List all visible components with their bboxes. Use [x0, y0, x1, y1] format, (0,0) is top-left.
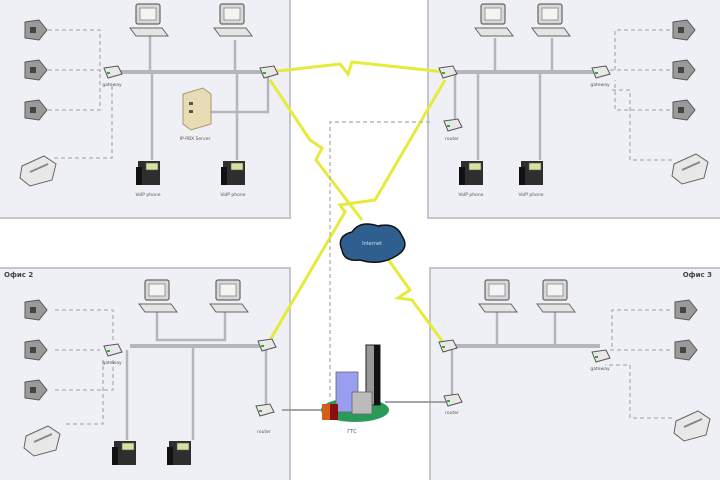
router-label: router [257, 429, 271, 435]
internet-cloud: Internet [339, 223, 406, 263]
ip-phone [220, 160, 246, 186]
dashed-link [329, 121, 430, 400]
ip-phone [111, 440, 137, 466]
pstn-label: ГТС [347, 429, 357, 435]
office-top-right-content: gateway router VoIP phone VoIP phone [438, 3, 709, 198]
office-label: Офис 2 [4, 271, 33, 279]
ip-phone [135, 160, 161, 186]
ip-phone [166, 440, 192, 466]
office-bottom-right [429, 267, 720, 480]
ip-phone-label: VoIP phone [220, 192, 245, 198]
pstn-building: ГТС [321, 344, 389, 435]
switch-label: gateway [590, 366, 610, 372]
switch-label: gateway [102, 360, 122, 366]
switch-label: gateway [102, 82, 122, 88]
office-bottom-left-content: gateway router [23, 279, 277, 466]
wireless-links [268, 60, 447, 346]
server [182, 87, 212, 131]
server-label: IP-PBX Server [180, 136, 211, 142]
ip-phone-label: VoIP phone [135, 192, 160, 198]
office-label: Офис 3 [683, 271, 712, 279]
cloud-label: Internet [362, 241, 382, 247]
office-bottom-right-content: gateway router [438, 279, 711, 442]
ip-phone [458, 160, 484, 186]
switch-label: gateway [590, 82, 610, 88]
ip-phone [518, 160, 544, 186]
ip-phone-label: VoIP phone [518, 192, 543, 198]
router-label: router [445, 136, 459, 142]
office-top-left-content: gateway IP-PBX Server VoIP phone VoIP ph… [19, 3, 279, 198]
ip-phone-label: VoIP phone [458, 192, 483, 198]
router-label: router [445, 410, 459, 416]
